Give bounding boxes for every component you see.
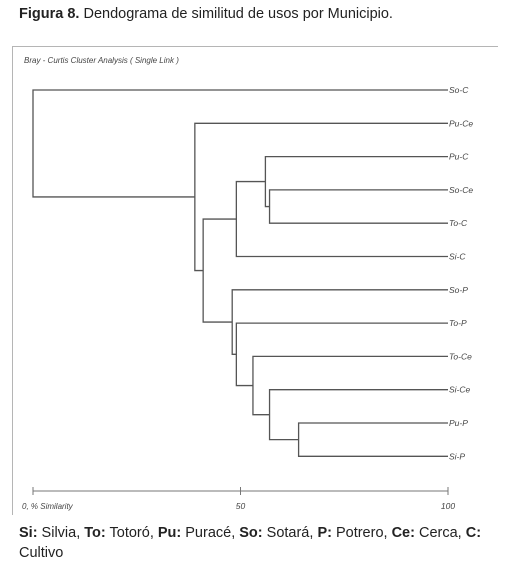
dendrogram-links [32, 89, 448, 457]
abbreviation-legend: Si: Silvia, To: Totoró, Pu: Puracé, So: … [19, 523, 499, 563]
x-axis: 50 100 0, % Similarity [22, 487, 455, 511]
leaf-label: So-P [449, 285, 468, 295]
legend-item-ce: Ce: Cerca, [391, 525, 466, 541]
dendrogram-link [297, 422, 448, 457]
legend-item-so: So: Sotará, [239, 525, 318, 541]
x-axis-label: 0, % Similarity [22, 502, 74, 511]
dendrogram-link [235, 180, 448, 258]
leaf-label: Pu-Ce [449, 118, 473, 128]
legend-item-c: C: Cultivo [19, 525, 482, 561]
leaf-label: Pu-P [449, 418, 468, 428]
leaf-label: To-P [449, 318, 467, 328]
leaf-label: Si-P [449, 451, 465, 461]
dendrogram-link [235, 322, 448, 387]
leaf-label: So-C [449, 85, 469, 95]
figure-number: Figura 8. [19, 6, 80, 22]
figure-title: Dendograma de similitud de usos por Muni… [79, 6, 393, 22]
dendrogram-link [202, 218, 237, 323]
x-tick-label: 100 [441, 501, 455, 511]
legend-item-p: P: Potrero, [317, 525, 392, 541]
legend-item-si: Si: Silvia, [19, 525, 85, 541]
dendrogram-link [231, 289, 448, 355]
legend-item-to: To: Totoró, [84, 525, 158, 541]
legend-item-pu: Pu: Puracé, [157, 525, 240, 541]
leaf-label: Si-C [449, 252, 466, 262]
dendrogram-link [194, 122, 448, 272]
dendrogram-link [264, 155, 448, 208]
dendrogram-link [252, 355, 448, 416]
figure-caption: Figura 8. Dendograma de similitud de uso… [19, 6, 509, 32]
dendrogram-link [268, 189, 448, 224]
chart-frame [12, 46, 498, 515]
x-tick-label: 50 [236, 501, 246, 511]
dendrogram-link [32, 89, 448, 198]
leaf-label: Si-Ce [449, 385, 471, 395]
chart-title: Bray - Curtis Cluster Analysis ( Single … [24, 56, 179, 65]
dendrogram-link [268, 389, 448, 441]
leaf-label: To-Ce [449, 351, 472, 361]
leaf-label: To-C [449, 218, 468, 228]
leaf-label: Pu-C [449, 152, 469, 162]
leaf-label: So-Ce [449, 185, 473, 195]
